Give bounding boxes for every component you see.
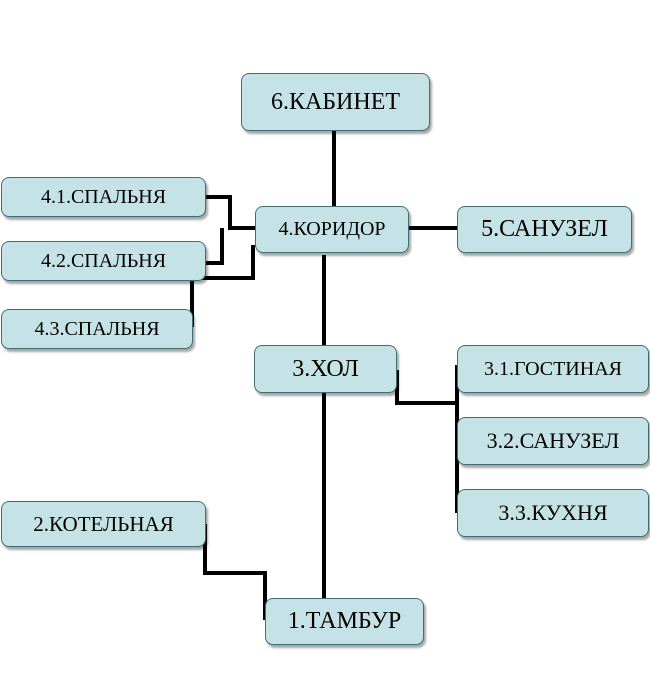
node-gostinaya-label: 3.1.ГОСТИНАЯ — [484, 357, 622, 380]
node-gostinaya: 3.1.ГОСТИНАЯ — [457, 345, 649, 393]
node-hol-label: 3.ХОЛ — [292, 355, 359, 382]
node-kabinet: 6.КАБИНЕТ — [241, 73, 430, 131]
node-spalnya-41: 4.1.СПАЛЬНЯ — [1, 177, 206, 217]
node-kuhnya-label: 3.3.КУХНЯ — [498, 500, 608, 525]
connector-koridor-spalnya-41 — [204, 195, 255, 230]
connector-hol-branch — [395, 370, 457, 405]
node-sanuzel-32: 3.2.САНУЗЕЛ — [457, 417, 649, 465]
node-spalnya-43: 4.3.СПАЛЬНЯ — [1, 309, 193, 349]
connector-koridor-spalnya-42 — [204, 228, 224, 265]
node-tambur: 1.ТАМБУР — [265, 598, 424, 645]
node-sanuzel-5: 5.САНУЗЕЛ — [457, 206, 632, 253]
node-kotelnaya-label: 2.КОТЕЛЬНАЯ — [33, 511, 174, 536]
node-spalnya-42-label: 4.2.СПАЛЬНЯ — [40, 249, 167, 272]
node-spalnya-43-label: 4.3.СПАЛЬНЯ — [34, 317, 160, 340]
node-koridor-label: 4.КОРИДОР — [278, 218, 386, 240]
node-spalnya-42: 4.2.СПАЛЬНЯ — [1, 241, 206, 281]
node-tambur-label: 1.ТАМБУР — [287, 608, 402, 634]
node-sanuzel-32-label: 3.2.САНУЗЕЛ — [486, 428, 620, 453]
connector-tambur-kotelnaya — [203, 524, 267, 620]
node-kabinet-label: 6.КАБИНЕТ — [270, 88, 401, 115]
node-kotelnaya: 2.КОТЕЛЬНАЯ — [1, 501, 206, 547]
node-sanuzel-5-label: 5.САНУЗЕЛ — [481, 216, 608, 242]
node-spalnya-41-label: 4.1.СПАЛЬНЯ — [40, 185, 167, 208]
connector-koridor-spalnya-43 — [190, 245, 255, 327]
node-hol: 3.ХОЛ — [254, 345, 397, 393]
node-kuhnya: 3.3.КУХНЯ — [457, 489, 649, 537]
node-koridor: 4.КОРИДОР — [255, 206, 409, 253]
